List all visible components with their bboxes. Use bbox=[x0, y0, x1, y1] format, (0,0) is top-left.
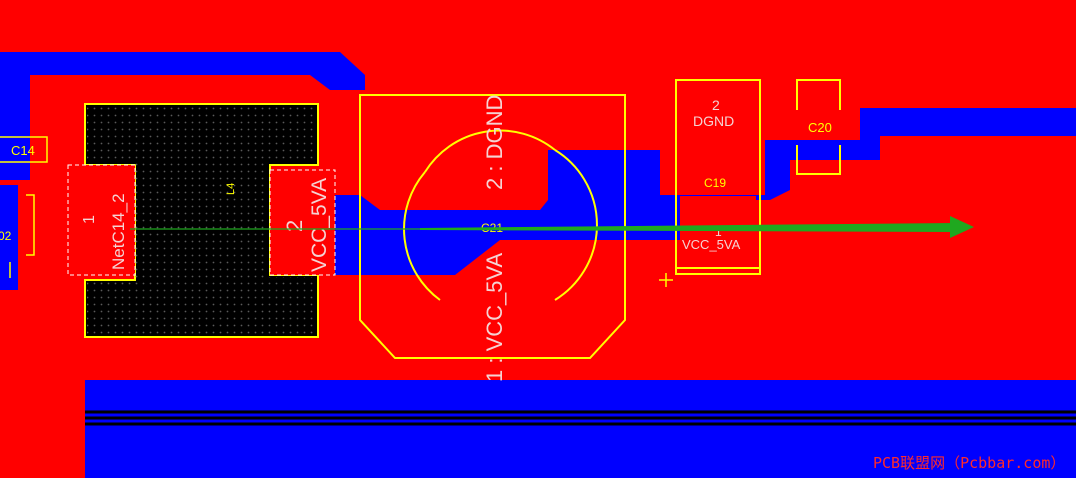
c19-pad2-net: DGND bbox=[693, 113, 734, 129]
watermark-text: PCB联盟网（Pcbbar.com） bbox=[873, 454, 1065, 472]
c20-outline-top bbox=[796, 79, 841, 110]
c20-component[interactable]: C20 bbox=[796, 79, 841, 175]
c21-circle-right bbox=[554, 149, 598, 301]
c21-component[interactable]: C21 2 : DGND 1 : VCC_5VA bbox=[359, 94, 626, 382]
l4-pad-1[interactable] bbox=[67, 164, 136, 276]
l4-pad1-net: NetC14_2 bbox=[109, 193, 128, 270]
bottom-copper-upper-left bbox=[0, 52, 365, 180]
partial-left-component[interactable]: 02 bbox=[0, 194, 35, 278]
bottom-copper-left-lower bbox=[0, 300, 85, 478]
l4-body-dots bbox=[87, 106, 316, 335]
c20-outline-bottom bbox=[796, 145, 841, 175]
partial-left-label: 02 bbox=[0, 229, 12, 243]
ruler-wedge bbox=[420, 223, 955, 232]
c19-label: C19 bbox=[704, 176, 726, 190]
l4-pad-2[interactable] bbox=[269, 169, 336, 276]
l4-pad2-net: VCC_5VA bbox=[308, 178, 331, 272]
l4-pad2-num: 2 bbox=[282, 220, 307, 232]
c20-label: C20 bbox=[808, 120, 832, 135]
bottom-copper-left-strip bbox=[0, 185, 18, 290]
bottom-copper-band bbox=[80, 380, 1076, 478]
c14-label: C14 bbox=[11, 143, 35, 158]
c21-circle-left bbox=[403, 171, 441, 301]
measure-ruler[interactable] bbox=[130, 216, 974, 238]
c21-circle-upper bbox=[424, 129, 556, 173]
ruler-arrowhead bbox=[950, 216, 974, 238]
c19-pad1-net: VCC_5VA bbox=[682, 237, 741, 252]
c21-pad-top: 2 : DGND bbox=[482, 95, 507, 190]
l4-label: L4 bbox=[225, 183, 237, 195]
bottom-copper-left-bridge bbox=[90, 330, 330, 380]
bottom-copper-trace-main bbox=[335, 108, 1076, 275]
c19-pad-2[interactable] bbox=[680, 84, 756, 174]
c19-pad-1[interactable] bbox=[680, 196, 756, 268]
c14-outline bbox=[0, 136, 48, 163]
c21-pad-bottom: 1 : VCC_5VA bbox=[482, 252, 507, 382]
c14-component[interactable]: C14 bbox=[0, 136, 48, 163]
l4-component[interactable]: L4 1 NetC14_2 2 VCC_5VA bbox=[67, 103, 336, 338]
c19-pad1-num: 1 bbox=[715, 225, 722, 239]
l4-pad1-num: 1 bbox=[81, 215, 98, 224]
partial-left-outline bbox=[26, 194, 35, 256]
c19-outline bbox=[675, 79, 761, 275]
c21-outline bbox=[359, 94, 626, 359]
c19-component[interactable]: 2 DGND C19 1 VCC_5VA bbox=[659, 79, 761, 287]
c19-pad2-num: 2 bbox=[712, 97, 720, 113]
